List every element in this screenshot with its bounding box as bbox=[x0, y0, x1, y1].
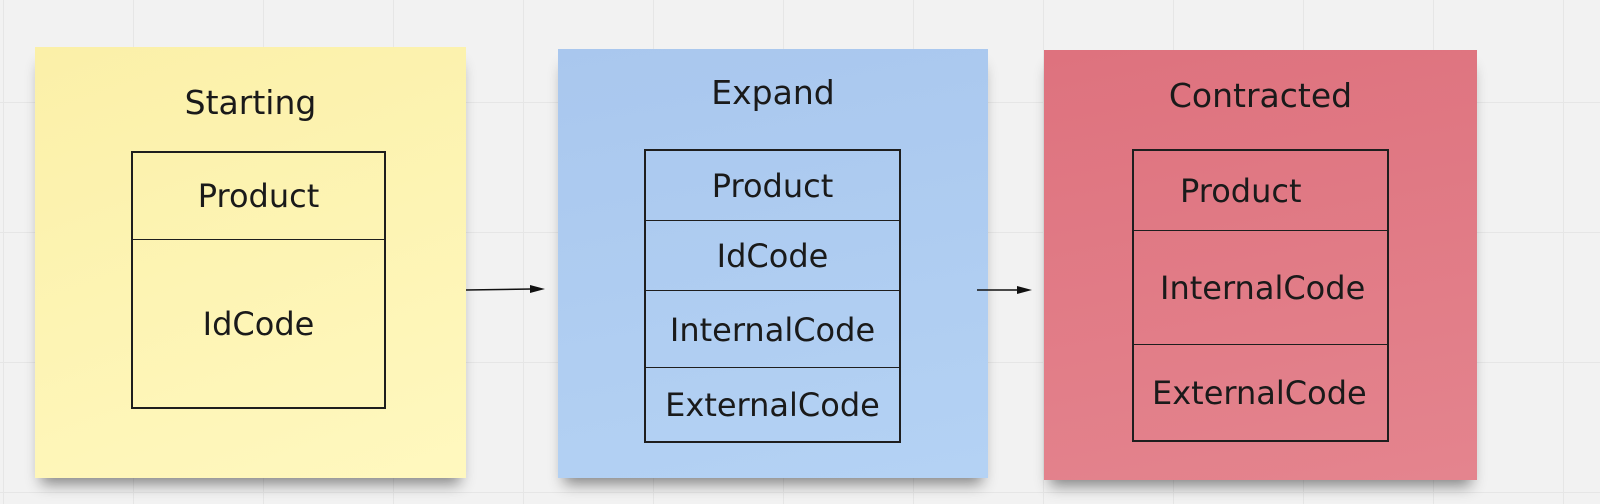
field-row: Product bbox=[197, 177, 320, 215]
field-row: Product bbox=[1180, 171, 1302, 210]
sticky-note-starting[interactable]: Starting Product IdCode bbox=[35, 47, 466, 478]
field-row: ExternalCode bbox=[1134, 344, 1387, 441]
field-row: IdCode bbox=[646, 220, 899, 291]
field-row: InternalCode bbox=[1134, 230, 1387, 345]
arrow-connector bbox=[465, 285, 545, 293]
field-row: IdCode bbox=[133, 239, 384, 408]
field-row: InternalCode bbox=[646, 290, 899, 368]
note-title: Contracted bbox=[1168, 76, 1353, 115]
note-title: Starting bbox=[184, 83, 317, 122]
entity-table: Product IdCode InternalCode ExternalCode bbox=[644, 149, 901, 443]
note-title: Expand bbox=[711, 73, 835, 112]
field-row: ExternalCode bbox=[646, 367, 899, 442]
entity-table: Product IdCode bbox=[131, 151, 386, 409]
field-row: Product bbox=[711, 166, 834, 205]
entity-table: Product InternalCode ExternalCode bbox=[1132, 149, 1389, 442]
sticky-note-contracted[interactable]: Contracted Product InternalCode External… bbox=[1044, 50, 1477, 480]
arrow-connector bbox=[977, 286, 1032, 294]
sticky-note-expand[interactable]: Expand Product IdCode InternalCode Exter… bbox=[558, 49, 988, 478]
